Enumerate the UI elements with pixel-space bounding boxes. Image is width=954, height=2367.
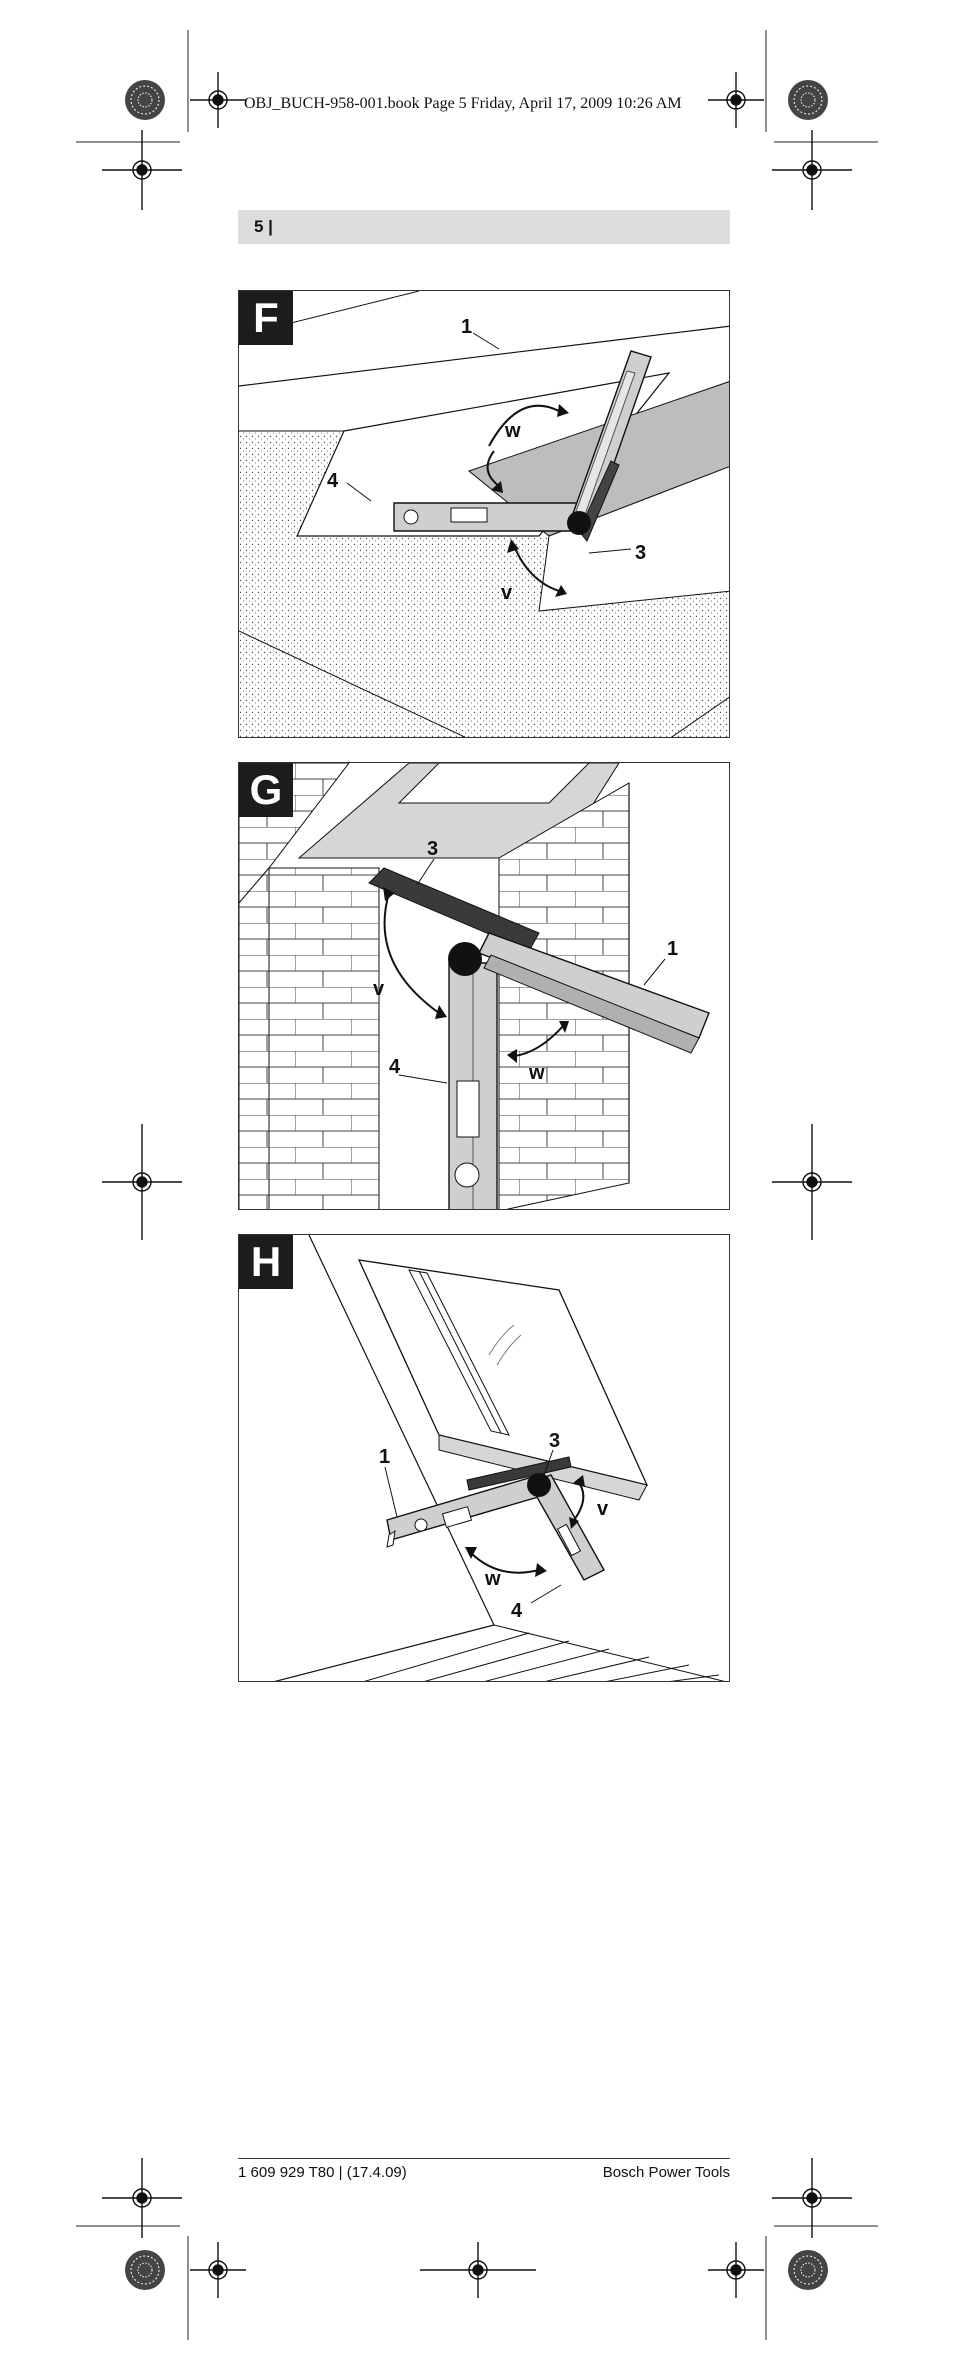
callout-w: w (504, 420, 521, 442)
callout-3: 3 (427, 838, 438, 860)
print-line: OBJ_BUCH-958-001.book Page 5 Friday, Apr… (244, 95, 682, 112)
figure-f-illustration: 1 4 3 w v (239, 291, 729, 737)
page-number: 5 | (254, 217, 273, 236)
callout-1: 1 (667, 938, 678, 960)
footer-brand: Bosch Power Tools (602, 2164, 730, 2181)
callout-1: 1 (379, 1446, 390, 1468)
callout-1: 1 (461, 316, 472, 338)
figure-letter-h: H (239, 1235, 293, 1289)
callout-w: w (484, 1568, 501, 1590)
callout-3: 3 (549, 1430, 560, 1452)
callout-w: w (528, 1062, 545, 1084)
footer-doc-number: 1 609 929 T80 | (17.4.09) (238, 2164, 407, 2181)
figure-letter-g: G (239, 763, 293, 817)
callout-v: v (501, 582, 513, 604)
callout-v: v (597, 1498, 609, 1520)
callout-4: 4 (327, 470, 339, 492)
footer-rule (238, 2158, 730, 2159)
callout-3: 3 (635, 542, 646, 564)
figure-g-illustration: 3 1 4 v w (239, 763, 729, 1209)
figure-letter-f: F (239, 291, 293, 345)
callout-4: 4 (511, 1600, 523, 1622)
figure-h-illustration: 3 1 v w 4 (239, 1235, 729, 1681)
page-header-bar (238, 210, 730, 244)
figure-h: 3 1 v w 4 H (238, 1234, 730, 1682)
figure-f: 1 4 3 w v F (238, 290, 730, 738)
callout-v: v (373, 978, 385, 1000)
figure-g: 3 1 4 v w G (238, 762, 730, 1210)
callout-4: 4 (389, 1056, 401, 1078)
